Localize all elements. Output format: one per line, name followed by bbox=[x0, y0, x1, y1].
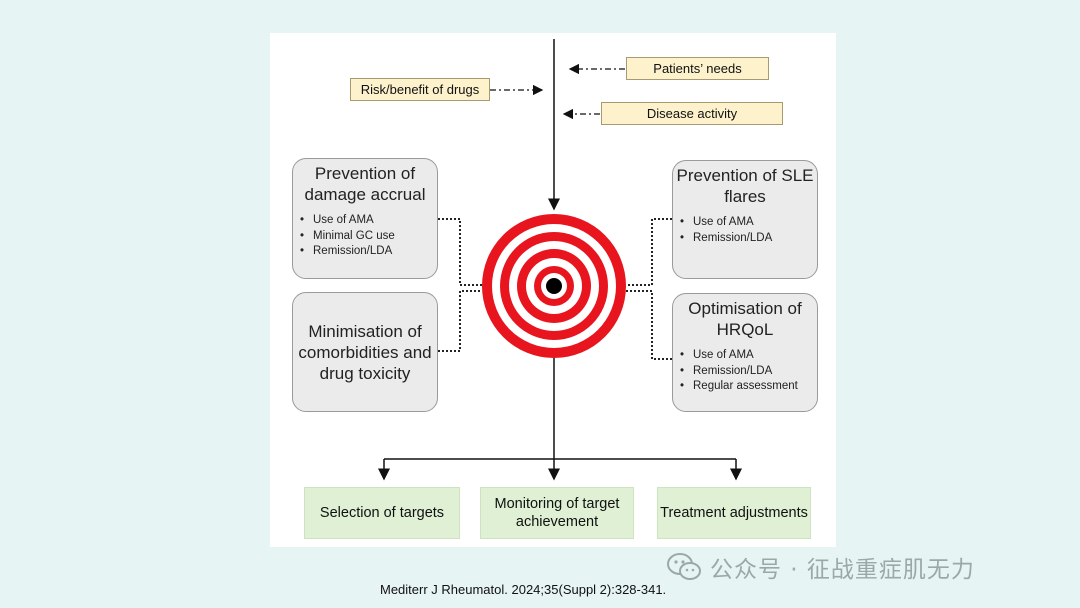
treatment-adjustments-label: Treatment adjustments bbox=[660, 505, 808, 521]
connector-lines bbox=[378, 39, 742, 481]
list-item: Use of AMA bbox=[680, 348, 817, 364]
comorbidities-title: Minimisation of comorbidities and drug t… bbox=[298, 321, 432, 383]
sle-flares-list: Use of AMA Remission/LDA bbox=[673, 215, 817, 246]
risk-benefit-label: Risk/benefit of drugs bbox=[360, 82, 480, 97]
monitoring-label: Monitoring of target achievement bbox=[494, 496, 620, 530]
list-item: Remission/LDA bbox=[680, 231, 817, 247]
list-item: Remission/LDA bbox=[680, 364, 817, 380]
patients-needs-label: Patients’ needs bbox=[653, 61, 742, 76]
treatment-adjustments-box: Treatment adjustments bbox=[657, 487, 811, 539]
watermark: 公众号 · 征战重症肌无力 bbox=[666, 549, 975, 585]
right-connectors bbox=[626, 218, 672, 360]
list-item: Remission/LDA bbox=[300, 244, 437, 260]
patients-needs-box: Patients’ needs bbox=[626, 57, 769, 80]
bullseye-target bbox=[482, 214, 626, 358]
comorbidities-box: Minimisation of comorbidities and drug t… bbox=[292, 292, 438, 412]
damage-accrual-title: Prevention of damage accrual bbox=[304, 164, 426, 204]
output-connectors bbox=[378, 358, 742, 481]
sle-flares-title: Prevention of SLE flares bbox=[676, 166, 814, 206]
hrqol-list: Use of AMA Remission/LDA Regular assessm… bbox=[673, 348, 817, 395]
damage-accrual-list: Use of AMA Minimal GC use Remission/LDA bbox=[293, 213, 437, 260]
disease-activity-label: Disease activity bbox=[646, 106, 738, 121]
damage-accrual-box: Prevention of damage accrual Use of AMA … bbox=[292, 158, 438, 279]
target-diagram: Risk/benefit of drugs Patients’ needs Di… bbox=[270, 33, 836, 547]
wechat-icon bbox=[667, 553, 701, 580]
monitoring-box: Monitoring of target achievement bbox=[480, 487, 634, 539]
hrqol-box: Optimisation of HRQoL Use of AMA Remissi… bbox=[672, 293, 818, 412]
list-item: Use of AMA bbox=[680, 215, 817, 231]
list-item: Use of AMA bbox=[300, 213, 437, 229]
disease-activity-box: Disease activity bbox=[601, 102, 783, 125]
risk-benefit-box: Risk/benefit of drugs bbox=[350, 78, 490, 101]
sle-flares-box: Prevention of SLE flares Use of AMA Remi… bbox=[672, 160, 818, 279]
list-item: Minimal GC use bbox=[300, 229, 437, 245]
selection-targets-box: Selection of targets bbox=[304, 487, 460, 539]
left-connectors bbox=[438, 218, 482, 352]
list-item: Regular assessment bbox=[680, 379, 817, 395]
hrqol-title: Optimisation of HRQoL bbox=[688, 299, 802, 339]
selection-targets-label: Selection of targets bbox=[319, 505, 445, 521]
citation: Mediterr J Rheumatol. 2024;35(Suppl 2):3… bbox=[380, 582, 667, 597]
watermark-text: 公众号 · 征战重症肌无力 bbox=[710, 557, 975, 583]
